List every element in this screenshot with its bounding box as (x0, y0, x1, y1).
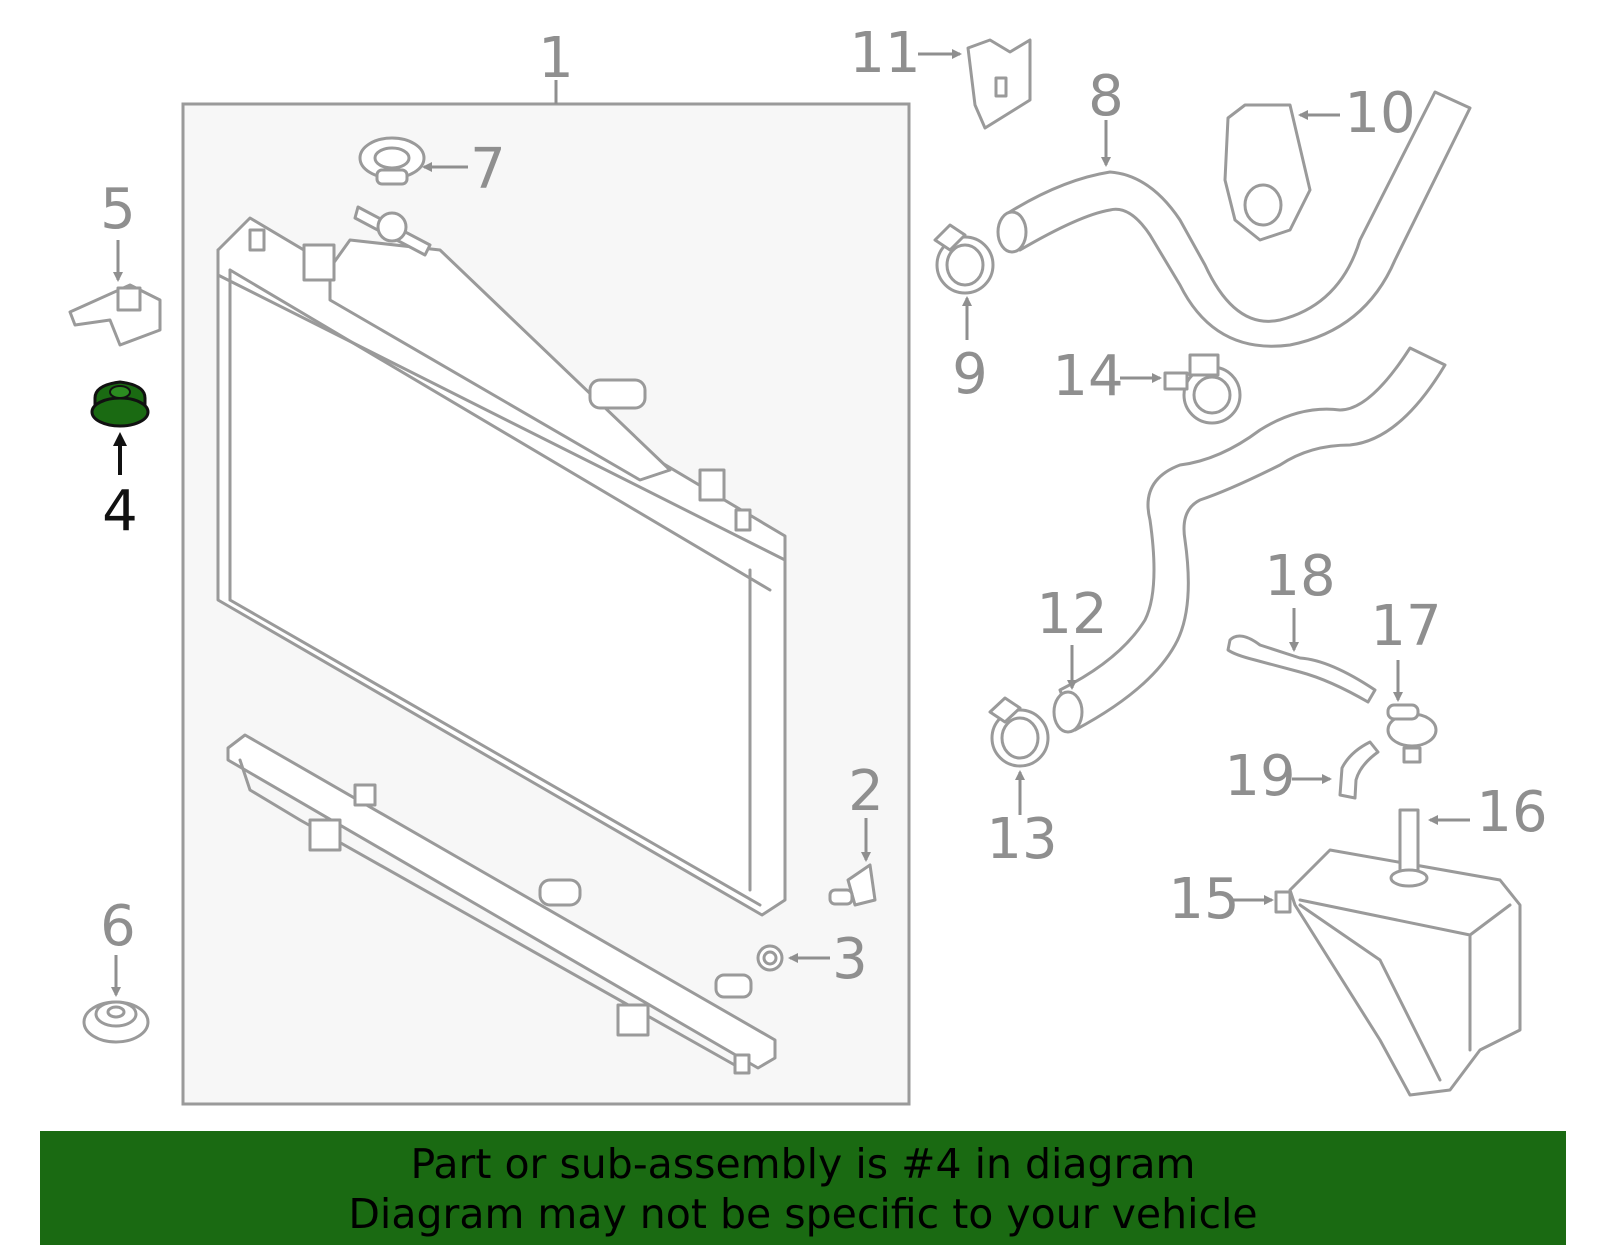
upper-hose-part (1003, 90, 1472, 348)
callout-11: 11 (849, 21, 920, 86)
callout-2: 2 (848, 759, 884, 824)
callout-18: 18 (1264, 544, 1335, 609)
info-banner: Part or sub-assembly is #4 in diagram Di… (40, 1131, 1566, 1245)
o-ring-part (756, 944, 784, 972)
radiator-cap-part (358, 136, 426, 186)
coolant-reservoir-part (1274, 808, 1522, 1097)
reservoir-fitting-part (1386, 703, 1438, 764)
callout-13: 13 (986, 807, 1057, 872)
callout-19: 19 (1224, 744, 1295, 809)
callout-1: 1 (538, 26, 574, 91)
banner-line-1: Part or sub-assembly is #4 in diagram (410, 1140, 1196, 1188)
callout-15: 15 (1168, 867, 1239, 932)
callout-16: 16 (1476, 780, 1547, 845)
bracket-part (966, 38, 1032, 130)
hose-protector-part (1223, 103, 1312, 242)
callout-7: 7 (470, 137, 506, 202)
clip-part (68, 283, 162, 347)
callout-9: 9 (952, 342, 988, 407)
hose-clamp-part-13 (988, 696, 1050, 768)
hose-elbow-part (1338, 740, 1380, 800)
callout-6: 6 (100, 894, 136, 959)
grommet-part (82, 1000, 150, 1044)
callout-5: 5 (100, 177, 136, 242)
callout-12: 12 (1036, 582, 1107, 647)
overflow-hose-part (1226, 634, 1377, 704)
radiator-core (216, 205, 787, 917)
callout-14: 14 (1052, 344, 1123, 409)
callout-10: 10 (1344, 81, 1415, 146)
callout-3: 3 (832, 927, 868, 992)
callout-17: 17 (1370, 594, 1441, 659)
callout-8: 8 (1088, 64, 1124, 129)
hose-clamp-part-9 (933, 223, 995, 295)
bushing-part-highlighted (90, 380, 150, 428)
hose-clamp-part-14 (1163, 353, 1242, 425)
banner-line-2: Diagram may not be specific to your vehi… (348, 1190, 1258, 1238)
lower-hose-part (1058, 346, 1447, 732)
drain-plug-part (828, 863, 877, 907)
lower-bracket (226, 733, 777, 1075)
callout-4: 4 (102, 479, 138, 544)
